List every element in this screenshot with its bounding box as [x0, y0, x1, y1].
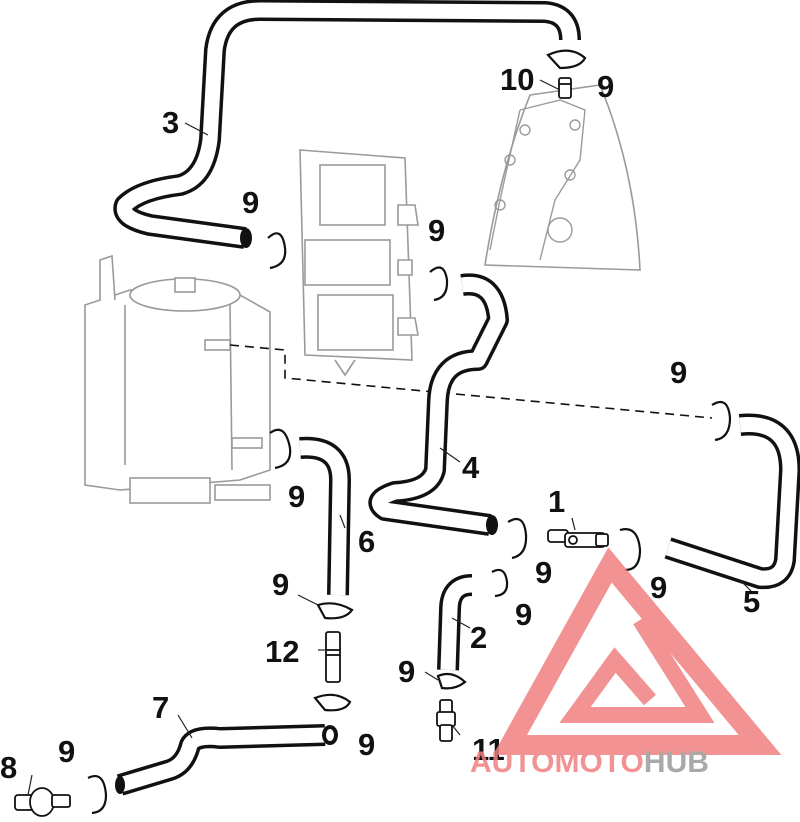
leader-lines	[27, 79, 753, 796]
callout-9-b: 9	[428, 213, 445, 248]
callout-12: 12	[265, 634, 299, 669]
hose-4	[368, 273, 509, 536]
vapor-separator-outline	[84, 254, 271, 504]
callout-9-j: 9	[398, 654, 415, 689]
automotohub-watermark: AUTOMOTOHUB	[470, 547, 782, 779]
nipple-part-10	[558, 77, 572, 99]
watermark-logo-inner	[559, 615, 715, 723]
callout-5: 5	[743, 584, 760, 619]
fitting-part-12	[325, 631, 341, 683]
callout-9-c: 9	[597, 69, 614, 104]
callout-9-f: 9	[535, 555, 552, 590]
hose-2	[437, 574, 473, 671]
watermark-text-part2: HUB	[644, 746, 709, 779]
callout-9-e: 9	[288, 479, 305, 514]
hose-3	[113, 0, 581, 249]
callout-3: 3	[162, 105, 179, 140]
callout-10: 10	[500, 62, 534, 97]
hose-7	[115, 724, 338, 796]
callout-9-d: 9	[670, 355, 687, 390]
hose-5	[664, 413, 800, 590]
callout-9-a: 9	[242, 185, 259, 220]
callout-labels: 1 2 3 4 5 6 7 8 9 9 9 9 9 9 9 9 9 9 9 9 …	[0, 62, 760, 785]
hose-clamps	[87, 49, 732, 815]
callout-2: 2	[470, 620, 487, 655]
watermark-text: AUTOMOTOHUB	[470, 746, 709, 779]
control-module-outline	[299, 149, 419, 377]
callout-1: 1	[548, 484, 565, 519]
hose-6	[299, 436, 351, 596]
callout-7: 7	[152, 690, 169, 725]
callout-9-h: 9	[515, 597, 532, 632]
watermark-logo-triangle	[493, 547, 782, 755]
engine-block-outline	[484, 84, 641, 271]
connector-part-1	[547, 529, 609, 548]
callout-9-g: 9	[650, 570, 667, 605]
callout-8: 8	[0, 750, 17, 785]
watermark-text-part1: AUTOMOTO	[470, 746, 644, 779]
valve-part-11	[436, 699, 456, 742]
callout-4: 4	[462, 450, 480, 485]
callout-9-i: 9	[272, 567, 289, 602]
callout-6: 6	[358, 524, 375, 559]
callout-9-k: 9	[358, 727, 375, 762]
callout-9-l: 9	[58, 734, 75, 769]
filter-part-8	[14, 787, 71, 817]
